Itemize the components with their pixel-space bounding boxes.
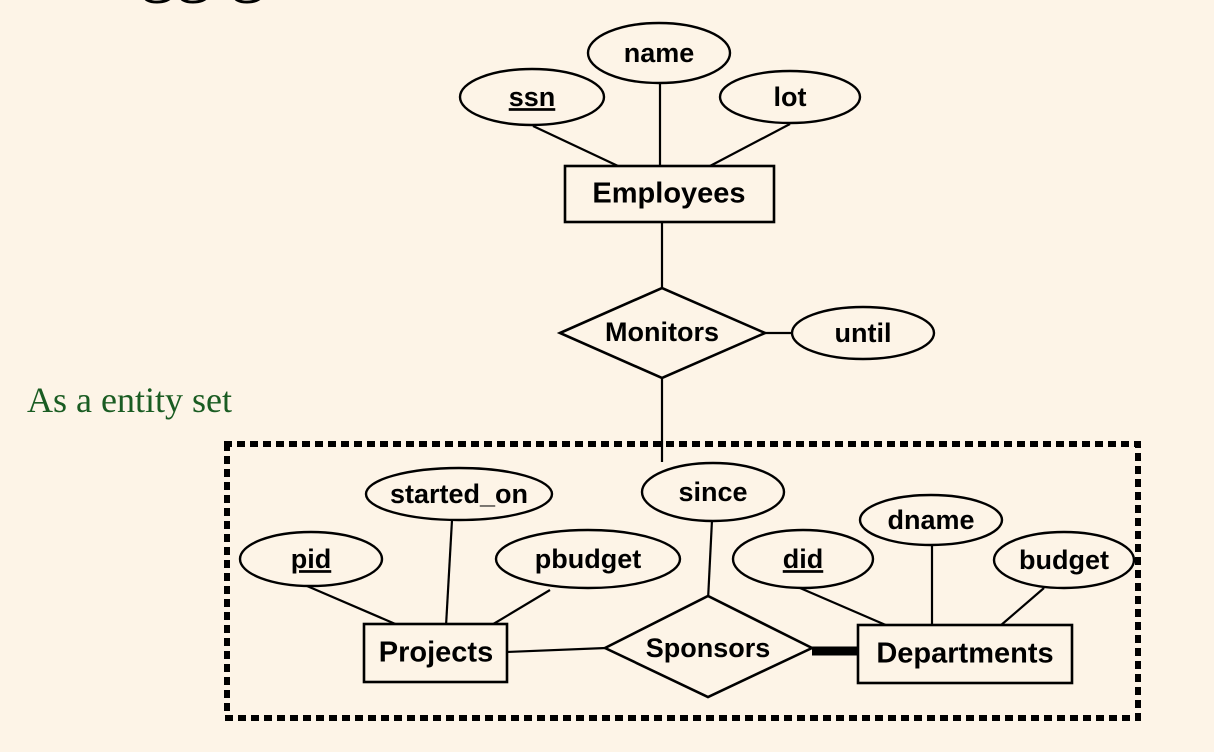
aggregation-dotted-box: [224, 441, 1141, 721]
until-ellipse: [790, 305, 936, 361]
departments-label: Departments: [876, 638, 1053, 670]
entity-departments[interactable]: Departments: [856, 623, 1074, 685]
attribute-ssn[interactable]: ssn: [458, 67, 606, 127]
clipped-title-fragment: gg g: [140, 0, 266, 4]
since-label: since: [678, 477, 747, 507]
lot-label: lot: [774, 82, 807, 112]
dname-ellipse: [858, 493, 1004, 547]
edge-lot-employees: [709, 123, 791, 167]
annotation-as-a-entity-set: As a entity set: [27, 380, 232, 420]
edge-since-sponsors: [706, 519, 714, 601]
attribute-dname[interactable]: dname: [858, 493, 1004, 547]
entity-employees[interactable]: Employees: [563, 164, 776, 224]
employees-box: [563, 164, 776, 224]
sponsors-label: Sponsors: [646, 633, 771, 663]
edge-pbudget-projects: [489, 589, 551, 627]
budget-label: budget: [1019, 545, 1109, 575]
attribute-lot[interactable]: lot: [718, 69, 862, 125]
since-ellipse: [640, 461, 786, 523]
attribute-since[interactable]: since: [640, 461, 786, 523]
edge-ssn-employees: [532, 125, 619, 167]
attribute-started-on[interactable]: started_on: [364, 466, 554, 522]
pbudget-label: pbudget: [535, 544, 641, 574]
monitors-label: Monitors: [605, 317, 719, 347]
did-ellipse: [731, 528, 875, 590]
edge-startedon-projects: [444, 519, 454, 627]
entity-projects[interactable]: Projects: [362, 622, 509, 684]
lot-ellipse: [718, 69, 862, 125]
ssn-ellipse: [458, 67, 606, 127]
edge-did-departments: [799, 586, 889, 628]
name-label: name: [624, 38, 695, 68]
departments-box: [856, 623, 1074, 685]
attribute-budget[interactable]: budget: [992, 530, 1136, 590]
monitors-diamond: [556, 286, 769, 380]
budget-ellipse: [992, 530, 1136, 590]
projects-label: Projects: [379, 637, 493, 669]
name-ellipse: [586, 21, 732, 85]
started-on-ellipse: [364, 466, 554, 522]
until-label: until: [835, 318, 892, 348]
edge-projects-sponsors: [506, 646, 607, 654]
relationship-sponsors[interactable]: Sponsors: [602, 594, 815, 699]
attribute-pid[interactable]: pid: [238, 530, 384, 588]
edge-pid-projects: [306, 584, 401, 628]
relationship-monitors[interactable]: Monitors: [556, 286, 769, 380]
attribute-pbudget[interactable]: pbudget: [494, 528, 682, 590]
pid-ellipse: [238, 530, 384, 588]
dname-label: dname: [887, 505, 974, 535]
attribute-until[interactable]: until: [790, 305, 936, 361]
projects-box: [362, 622, 509, 684]
ssn-label: ssn: [509, 82, 556, 112]
connector-lines: [306, 82, 1045, 656]
sponsors-diamond: [602, 594, 815, 699]
started-on-label: started_on: [390, 479, 528, 509]
pbudget-ellipse: [494, 528, 682, 590]
did-label: did: [783, 544, 824, 574]
attribute-name[interactable]: name: [586, 21, 732, 85]
attribute-did[interactable]: did: [731, 528, 875, 590]
pid-label: pid: [291, 544, 332, 574]
employees-label: Employees: [592, 178, 745, 210]
edge-budget-departments: [999, 587, 1045, 627]
